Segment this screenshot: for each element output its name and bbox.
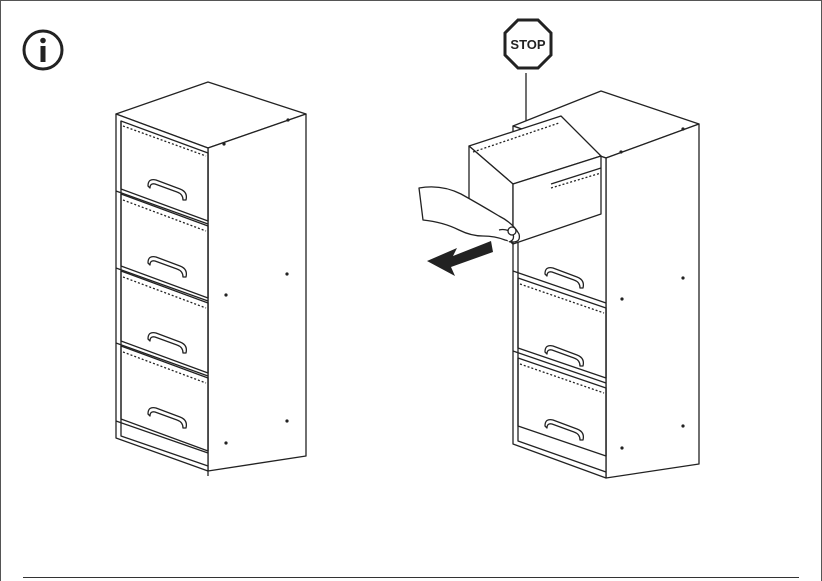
cabinet-drawer-pull-illustration: [418, 73, 700, 479]
cabinet-closed-drawers-illustration: [115, 81, 307, 476]
pull-arrow-icon: [427, 241, 493, 276]
hand-pulling-icon: [418, 186, 521, 243]
stop-octagon-icon: STOP: [503, 18, 553, 70]
info-circle-icon: [22, 29, 64, 71]
stop-label: STOP: [510, 37, 545, 52]
bottom-rule: [23, 577, 799, 578]
